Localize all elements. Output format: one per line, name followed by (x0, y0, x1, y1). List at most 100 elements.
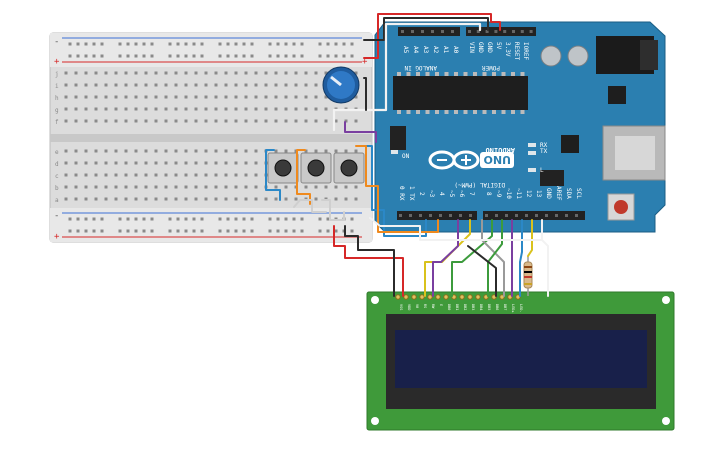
header-pin[interactable] (411, 30, 414, 33)
header-pin[interactable] (449, 214, 452, 217)
header-pin[interactable] (468, 30, 471, 33)
wire-gnd-black[interactable] (363, 17, 489, 41)
pin-label-d2: 2 (418, 192, 425, 196)
wire-d9-blue[interactable] (519, 219, 523, 297)
row-label-a: a (55, 197, 59, 204)
breadboard-hole (194, 197, 198, 201)
header-pin[interactable] (431, 30, 434, 33)
bottom-power-rail (50, 208, 372, 242)
header-pin[interactable] (494, 30, 498, 33)
header-pin[interactable] (485, 214, 488, 217)
header-pin[interactable] (495, 214, 498, 217)
wire-d5-gray[interactable] (481, 219, 505, 297)
header-pin[interactable] (565, 214, 568, 217)
push-button-3[interactable] (333, 152, 365, 184)
header-pin[interactable] (441, 30, 444, 33)
wire-d4-green[interactable] (451, 219, 493, 297)
lcd-pin[interactable] (475, 294, 481, 300)
header-pin[interactable] (535, 214, 538, 217)
breadboard-hole (124, 197, 128, 201)
breadboard-hole (314, 83, 318, 87)
push-button-1[interactable] (267, 152, 299, 184)
center-channel (50, 134, 372, 142)
rail-hole (126, 217, 130, 221)
wire-e-purple[interactable] (432, 219, 459, 297)
breadboard-hole (114, 83, 118, 87)
push-button-2[interactable] (300, 152, 332, 184)
lcd-pin[interactable] (411, 294, 417, 300)
header-pin[interactable] (439, 214, 442, 217)
wire-gnd-white-right[interactable] (541, 219, 549, 297)
wire-button-orange[interactable] (296, 149, 311, 205)
header-pin[interactable] (575, 214, 578, 217)
header-pin[interactable] (401, 30, 404, 33)
breadboard-hole (94, 83, 98, 87)
lcd-pin-label-9: DB2 (463, 304, 467, 310)
power-header (466, 27, 536, 36)
header-pin[interactable] (555, 214, 558, 217)
wire-button-orange2[interactable] (355, 145, 439, 233)
header-pin[interactable] (451, 30, 454, 33)
lcd-pin[interactable] (459, 294, 465, 300)
header-pin[interactable] (419, 214, 422, 217)
rail-hole (200, 42, 204, 46)
wire-gnd-white[interactable] (332, 22, 482, 132)
header-pin[interactable] (505, 214, 508, 217)
lcd-pin[interactable] (435, 294, 441, 300)
breadboard-hole (84, 71, 88, 75)
header-pin[interactable] (429, 214, 432, 217)
breadboard-hole (94, 107, 98, 111)
wire-d7-black[interactable] (467, 245, 497, 297)
header-pin[interactable] (503, 30, 507, 33)
breadboard-hole (184, 197, 188, 201)
wire-gnd-white-left[interactable] (369, 217, 543, 241)
lcd-pin[interactable] (419, 294, 425, 300)
wire-pot-purple[interactable] (344, 121, 377, 143)
lcd-pin[interactable] (427, 294, 433, 300)
header-pin[interactable] (476, 30, 480, 33)
breadboard-hole (164, 71, 168, 75)
lcd-pin[interactable] (395, 294, 401, 300)
breadboard-hole (264, 83, 268, 87)
lcd-pin[interactable] (443, 294, 449, 300)
potentiometer[interactable] (322, 66, 360, 104)
wire-5v-red[interactable] (363, 13, 501, 59)
wire-bb-gray2[interactable] (321, 199, 345, 221)
wire-d10-yellow[interactable] (527, 219, 533, 257)
breadboard-hole (64, 161, 68, 165)
header-pin[interactable] (421, 30, 424, 33)
wire-button-blue2[interactable] (361, 145, 427, 237)
wire-bb-red-down[interactable] (333, 225, 404, 297)
rail-hole (76, 217, 80, 221)
lcd-pin[interactable] (467, 294, 473, 300)
header-pin[interactable] (485, 30, 489, 33)
header-pin[interactable] (469, 214, 472, 217)
analog-in-label: ANALOG IN (404, 64, 437, 71)
rail-hole (200, 217, 204, 221)
breadboard-hole (214, 71, 218, 75)
header-pin[interactable] (512, 30, 515, 33)
header-pin[interactable] (525, 214, 528, 217)
header-pin[interactable] (520, 30, 524, 33)
wire-bb-gray[interactable] (293, 199, 327, 213)
rail-hole (326, 217, 330, 221)
lcd-pin[interactable] (403, 294, 409, 300)
breadboard-hole (84, 83, 88, 87)
wire-bb-black-down[interactable] (344, 225, 395, 297)
rail-hole (300, 229, 304, 233)
header-pin[interactable] (409, 214, 412, 217)
breadboard-hole (224, 185, 228, 189)
wire-d6-green[interactable] (487, 219, 503, 297)
header-pin[interactable] (515, 214, 518, 217)
header-pin[interactable] (545, 214, 548, 217)
wire-pot-black[interactable] (363, 77, 367, 111)
header-pin[interactable] (399, 214, 402, 217)
chip-leg (425, 72, 430, 76)
header-pin[interactable] (529, 30, 533, 33)
header-pin[interactable] (459, 214, 462, 217)
wire-button-blue[interactable] (265, 149, 281, 201)
bottom-rail-minus-label: - (54, 211, 59, 221)
breadboard-hole (314, 119, 318, 123)
breadboard-hole (274, 149, 278, 153)
